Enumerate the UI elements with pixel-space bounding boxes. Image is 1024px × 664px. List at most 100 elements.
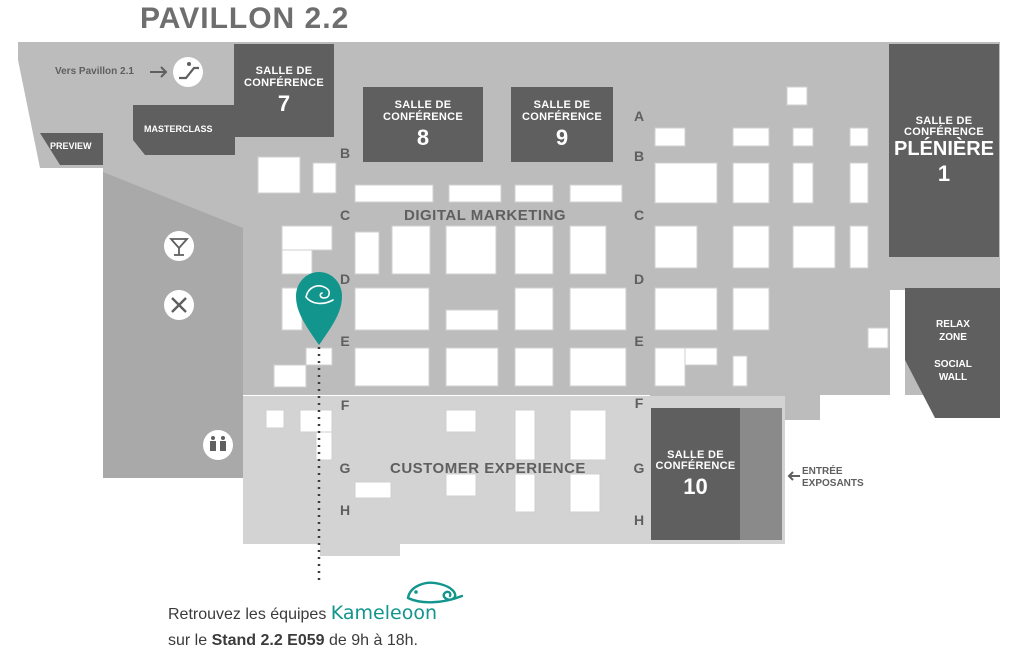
zone-customer-experience: CUSTOMER EXPERIENCE bbox=[390, 460, 586, 477]
cocktail-icon bbox=[164, 231, 194, 261]
booth bbox=[312, 162, 337, 194]
conference-room-9[interactable]: SALLE DE CONFÉRENCE 9 bbox=[511, 87, 613, 162]
room-label: CONFÉRENCE bbox=[903, 126, 984, 139]
arrow-icon bbox=[150, 66, 168, 78]
booth bbox=[514, 473, 536, 513]
row-letter: B bbox=[633, 148, 645, 164]
booth bbox=[732, 162, 770, 204]
booth bbox=[514, 409, 536, 461]
room-number: 10 bbox=[683, 474, 708, 499]
caption-line-2: sur le Stand 2.2 E059 de 9h à 18h. bbox=[168, 628, 437, 654]
preview-room bbox=[40, 133, 103, 165]
row-letter: D bbox=[633, 271, 645, 287]
location-pin-icon bbox=[296, 272, 342, 345]
room-label: SALLE DE bbox=[533, 99, 591, 112]
stand-caption: Retrouvez les équipes Kameleoon sur le S… bbox=[168, 600, 437, 654]
social-wall-line1: SOCIAL bbox=[934, 359, 972, 370]
relax-zone bbox=[905, 288, 1000, 418]
preview-label: PREVIEW bbox=[50, 141, 92, 151]
booth bbox=[448, 184, 502, 203]
row-letter: F bbox=[340, 397, 350, 413]
hall-floor bbox=[18, 42, 1000, 478]
room-number: 8 bbox=[416, 124, 430, 150]
booth bbox=[354, 231, 380, 275]
row-letter: E bbox=[340, 333, 350, 349]
booth bbox=[732, 225, 770, 269]
social-wall-line2: WALL bbox=[938, 372, 968, 383]
booth bbox=[569, 409, 607, 461]
relax-zone-line2: ZONE bbox=[939, 332, 967, 343]
booth bbox=[354, 347, 430, 387]
room-label: CONFÉRENCE bbox=[521, 110, 602, 123]
room-label: SALLE DE bbox=[394, 99, 452, 112]
entrance-line2: EXPOSANTS bbox=[802, 478, 864, 489]
booth bbox=[514, 225, 554, 275]
row-letter: H bbox=[633, 512, 645, 528]
restaurant-icon bbox=[164, 290, 194, 320]
caption-text: Retrouvez les équipes bbox=[168, 606, 327, 623]
booth bbox=[445, 309, 499, 331]
booth bbox=[445, 473, 477, 497]
link-pavillon-2-1[interactable]: Vers Pavillon 2.1 bbox=[55, 66, 134, 77]
conference-room-7[interactable]: SALLE DE CONFÉRENCE 7 bbox=[234, 44, 334, 137]
booth bbox=[849, 127, 869, 147]
relax-zone-label: RELAX ZONE bbox=[920, 318, 986, 344]
caption-text: sur le bbox=[168, 632, 208, 649]
booth bbox=[391, 225, 431, 275]
booth bbox=[792, 225, 836, 269]
conference-room-10[interactable]: SALLE DE CONFÉRENCE 10 bbox=[651, 408, 740, 540]
booth bbox=[354, 481, 392, 499]
restroom-icon bbox=[203, 430, 233, 460]
booth bbox=[569, 184, 623, 203]
booth bbox=[354, 184, 434, 203]
room-label: CONFÉRENCE bbox=[382, 110, 463, 123]
booth bbox=[732, 127, 770, 147]
booth bbox=[514, 184, 554, 203]
booth bbox=[299, 409, 333, 433]
escalator-icon bbox=[173, 57, 203, 87]
booth bbox=[265, 409, 285, 429]
booth bbox=[849, 225, 869, 269]
social-wall-label: SOCIAL WALL bbox=[920, 358, 986, 384]
room-number: 9 bbox=[555, 124, 569, 150]
booth bbox=[514, 347, 554, 387]
row-letter: E bbox=[634, 333, 644, 349]
booth bbox=[354, 287, 430, 331]
entrance-line1: ENTRÉE bbox=[802, 466, 843, 477]
row-letter: G bbox=[339, 460, 351, 476]
masterclass-room bbox=[133, 105, 235, 155]
row-letter: F bbox=[634, 395, 644, 411]
conference-room-8[interactable]: SALLE DE CONFÉRENCE 8 bbox=[363, 87, 483, 162]
row-letter: B bbox=[339, 145, 351, 161]
entrance-label: ENTRÉE EXPOSANTS bbox=[802, 466, 864, 490]
booth bbox=[684, 347, 718, 366]
room-label: SALLE DE bbox=[915, 114, 973, 127]
conference-room-pleniere[interactable]: SALLE DE CONFÉRENCE PLÉNIÈRE 1 bbox=[889, 44, 999, 257]
row-letter: C bbox=[633, 207, 645, 223]
booth bbox=[792, 127, 814, 147]
booth bbox=[569, 287, 627, 331]
booth bbox=[569, 347, 627, 387]
relax-zone-line1: RELAX bbox=[936, 319, 970, 330]
brand-name: Kameleoon bbox=[330, 602, 437, 624]
booth bbox=[281, 225, 333, 251]
stand-number: Stand 2.2 E059 bbox=[211, 632, 325, 649]
row-letter: C bbox=[339, 207, 351, 223]
booth bbox=[445, 225, 497, 275]
booth bbox=[281, 249, 313, 275]
booth bbox=[654, 162, 718, 204]
booth bbox=[445, 347, 499, 387]
row-letter: G bbox=[633, 460, 645, 476]
row-letter: A bbox=[633, 108, 645, 124]
room-label: SALLE DE bbox=[667, 448, 724, 461]
booth bbox=[514, 287, 554, 331]
booth bbox=[654, 225, 698, 269]
booth bbox=[569, 225, 607, 275]
room-label-pleniere: PLÉNIÈRE bbox=[893, 138, 995, 160]
booth bbox=[654, 287, 718, 331]
room-label: CONFÉRENCE bbox=[243, 76, 324, 89]
booth bbox=[792, 162, 814, 204]
caption-line-1: Retrouvez les équipes Kameleoon bbox=[168, 600, 437, 628]
room-number: 7 bbox=[277, 90, 291, 116]
